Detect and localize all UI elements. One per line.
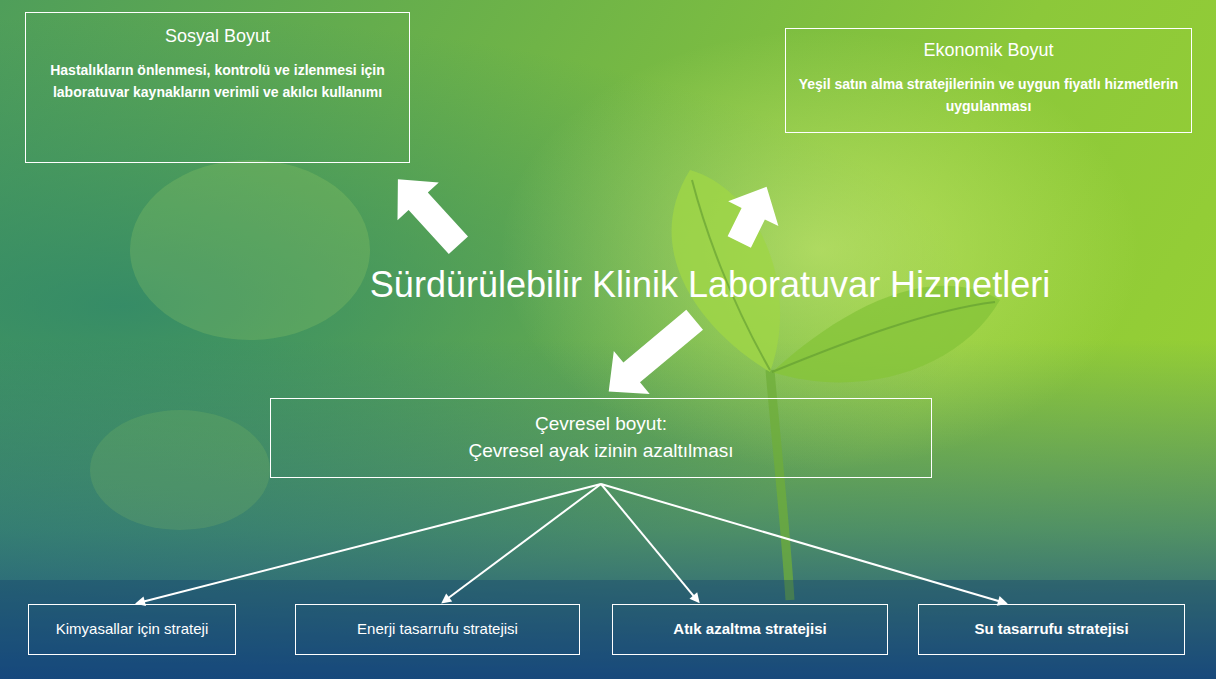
arrow-head — [690, 592, 700, 603]
block-arrow-shape — [728, 187, 779, 248]
strategy-box: Su tasarrufu stratejisi — [918, 604, 1185, 655]
connector-line — [601, 484, 694, 596]
block-arrow-shape — [398, 179, 469, 254]
arrow-head — [441, 593, 452, 603]
node-heading: Kimyasallar için strateji — [56, 620, 209, 639]
node-body: Yeşil satın alma stratejilerinin ve uygu… — [796, 74, 1181, 117]
block-arrow-shape — [609, 310, 703, 394]
block-arrow — [609, 310, 703, 394]
dimension-box: Sosyal BoyutHastalıkların önlenmesi, kon… — [25, 12, 410, 163]
block-arrow — [728, 187, 779, 248]
connector-line — [448, 484, 601, 598]
connector-line — [601, 484, 999, 601]
node-heading: Çevresel boyut: — [535, 412, 667, 437]
node-heading: Sosyal Boyut — [165, 25, 270, 48]
node-heading: Sürdürülebilir Klinik Laboratuvar Hizmet… — [370, 262, 1050, 307]
node-heading: Su tasarrufu stratejisi — [974, 620, 1128, 639]
node-heading: Enerji tasarrufu stratejisi — [357, 620, 518, 639]
strategy-box: Kimyasallar için strateji — [28, 604, 236, 655]
node-heading: Ekonomik Boyut — [923, 39, 1053, 62]
node-body: Hastalıkların önlenmesi, kontrolü ve izl… — [38, 60, 397, 103]
central-title-node: Sürdürülebilir Klinik Laboratuvar Hizmet… — [370, 262, 1050, 307]
connector-arrow — [601, 484, 700, 603]
connector-arrow — [135, 484, 601, 606]
environment-box: Çevresel boyut:Çevresel ayak izinin azal… — [270, 398, 932, 478]
connector-line — [144, 484, 601, 602]
strategy-box: Atık azaltma stratejisi — [612, 604, 888, 655]
node-body: Çevresel ayak izinin azaltılması — [468, 439, 733, 464]
connector-arrow — [601, 484, 1008, 606]
connector-arrow — [441, 484, 601, 603]
dimension-box: Ekonomik BoyutYeşil satın alma stratejil… — [785, 28, 1192, 133]
strategy-box: Enerji tasarrufu stratejisi — [295, 604, 580, 655]
block-arrow — [398, 179, 469, 254]
node-heading: Atık azaltma stratejisi — [673, 620, 826, 639]
